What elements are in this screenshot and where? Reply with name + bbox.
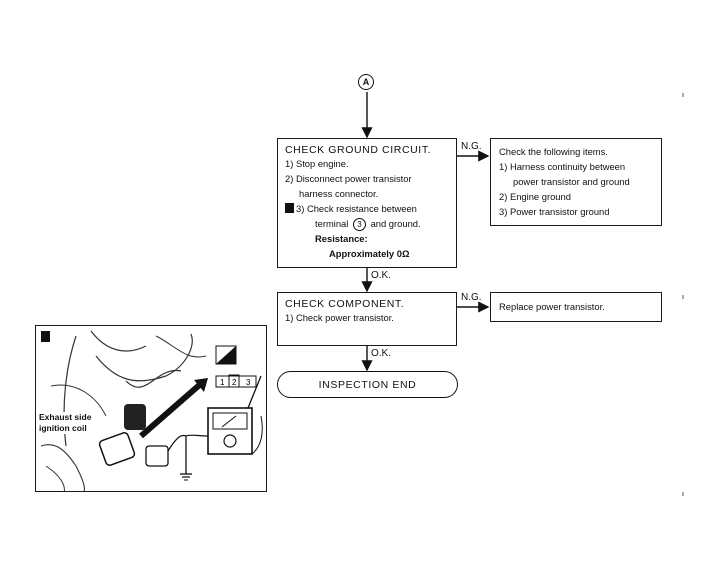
replace-text: Replace power transistor. bbox=[499, 301, 605, 312]
inspection-end-label: INSPECTION END bbox=[318, 378, 417, 391]
illustration-ref-icon bbox=[285, 203, 294, 213]
ok-label-1: O.K. bbox=[371, 270, 392, 281]
resistance-label: Resistance: bbox=[315, 233, 368, 244]
coil-caption-line-2: ignition coil bbox=[39, 423, 87, 433]
ng-item-harness-cont: power transistor and ground bbox=[513, 176, 630, 187]
step-check-resistance: 3) Check resistance between bbox=[285, 201, 449, 216]
step-check-transistor: 1) Check power transistor. bbox=[285, 312, 394, 323]
illustration-marker-icon bbox=[41, 331, 50, 342]
component-check-title: CHECK COMPONENT. bbox=[285, 298, 405, 310]
ground-check-title: CHECK GROUND CIRCUIT. bbox=[285, 144, 432, 156]
component-check-box: CHECK COMPONENT. 1) Check power transist… bbox=[277, 292, 457, 346]
ng-item-harness: 1) Harness continuity between bbox=[499, 161, 626, 172]
illustration-panel: 1 2 3 Exhaust side ignition coil bbox=[35, 325, 267, 492]
engine-illustration: 1 2 3 bbox=[40, 330, 263, 491]
multimeter-icon bbox=[207, 407, 253, 455]
replace-box: Replace power transistor. bbox=[490, 292, 662, 322]
coil-caption: Exhaust side ignition coil bbox=[39, 412, 92, 434]
connector-a-label: A bbox=[362, 77, 370, 87]
ng-items-heading: Check the following items. bbox=[499, 146, 608, 157]
terminal-and-ground: and ground. bbox=[370, 218, 421, 229]
connector-a-circle: A bbox=[358, 74, 374, 90]
coil-connector-icon bbox=[124, 404, 146, 430]
terminal-3: 3 bbox=[246, 378, 251, 387]
terminal-2: 2 bbox=[232, 378, 237, 387]
ng-item-transistor-ground: 3) Power transistor ground bbox=[499, 206, 610, 217]
terminal-word: terminal bbox=[315, 218, 349, 229]
ok-label-2: O.K. bbox=[371, 348, 392, 359]
step-disconnect-cont: harness connector. bbox=[299, 188, 379, 199]
resistance-value: Approximately 0Ω bbox=[329, 248, 410, 259]
terminal-number-badge: 3 bbox=[352, 218, 366, 231]
coil-caption-line-1: Exhaust side bbox=[39, 412, 92, 422]
ng-label-1: N.G. bbox=[461, 141, 482, 152]
inspection-end-terminator: INSPECTION END bbox=[277, 371, 458, 398]
ng-label-2: N.G. bbox=[461, 292, 482, 303]
ng-items-box: Check the following items. 1) Harness co… bbox=[490, 138, 662, 226]
terminal-1: 1 bbox=[220, 378, 225, 387]
step-disconnect: 2) Disconnect power transistor bbox=[285, 173, 412, 184]
ground-check-box: CHECK GROUND CIRCUIT. 1) Stop engine. 2)… bbox=[277, 138, 457, 268]
step-stop-engine: 1) Stop engine. bbox=[285, 158, 349, 169]
terminal-number: 3 bbox=[357, 220, 362, 229]
step-terminal-line: terminal 3 and ground. bbox=[285, 216, 449, 231]
ng-item-engine-ground: 2) Engine ground bbox=[499, 191, 571, 202]
step-check-resistance-text: 3) Check resistance between bbox=[296, 203, 417, 214]
